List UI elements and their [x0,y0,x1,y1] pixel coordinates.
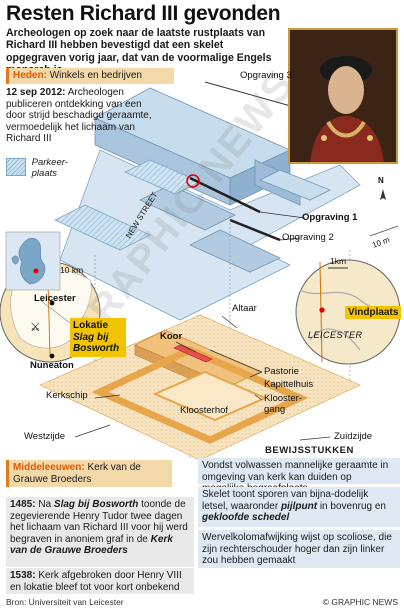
evidence-item-2-d: gekloofde schedel [202,512,290,523]
uk-locator-map [5,231,61,291]
parking-label-2: plaats [31,167,57,179]
label-kloosterhof: Kloosterhof [180,405,229,416]
label-zuidzijde: Zuidzijde [334,431,373,442]
legend-heden: Heden: Winkels en bedrijven [6,68,174,84]
history-1538-text: Kerk afgebroken door Henry VIII en lokat… [10,570,182,593]
lokatie-line-2: Slag bij [73,331,109,343]
legend-heden-value: Winkels en bedrijven [49,70,142,81]
label-kloostergang-1: Klooster- [264,393,303,404]
modern-buildings [54,87,361,321]
legend-middel-value: Kerk van de Grauwe Broeders [13,462,141,485]
leader-lines [74,315,331,441]
label-altaar: Altaar [232,303,257,314]
crossed-swords-icon: ⚔ [30,320,41,334]
evidence-item-3: Wervelkolomafwijking wijst op scoliose, … [198,530,400,568]
label-pastorie: Pastorie [264,366,299,377]
vindplaats-badge: Vindplaats [345,306,402,319]
inset-left-nuneaton: Nuneaton [30,360,74,371]
grave-marker-icon [186,174,200,188]
inset-right-scale: 1km [330,256,347,266]
page-title: Resten Richard III gevonden [6,2,281,25]
history-1538-year: 1538: [10,570,36,581]
evidence-item-2-a: Skelet toont sporen van bijna-dodelijk l… [202,489,369,512]
label-opgraving-1: Opgraving 1 [302,212,358,223]
event-text: Archeologen publiceren ontdekking van ee… [6,87,152,145]
inset-left-leicester: Leicester [34,293,76,304]
evidence-item-2-c: in bovenrug en [317,500,386,512]
event-note: 12 sep 2012: Archeologen publiceren ontd… [6,86,156,145]
label-koor: Koor [160,331,183,342]
history-1485-a: Na [35,499,54,510]
lokatie-line-3: Bosworth [73,343,120,354]
evidence-item-2-b: pijlpunt [280,500,318,512]
inset-left-scale: 10 km [60,265,84,275]
lokatie-line-1: Lokatie [73,320,109,331]
label-kerkschip: Kerkschip [46,390,88,401]
parking-label-1: Parkeer- [31,157,68,168]
history-1485: 1485: Na Slag bij Bosworth toonde de zeg… [6,497,194,567]
label-opgraving-3: Opgraving 3 [240,70,292,81]
label-opgraving-2: Opgraving 2 [282,232,334,243]
label-kapittelhuis: Kapittelhuis [264,379,314,390]
parking-legend: Parkeer- plaats [6,157,68,179]
intro-text: Archeologen op zoek naar de laatste rust… [6,27,272,76]
lokatie-badge: Lokatie Slag bij Bosworth [70,318,126,357]
evidence-item-1: Vondst volwassen mannelijke geraamte in … [198,458,400,494]
compass-icon [369,189,399,237]
legend-heden-key: Heden: [13,70,47,81]
legend-middel-key: Middeleeuwen: [13,462,85,473]
event-date: 12 sep 2012: [6,87,66,98]
richard-iii-portrait [288,28,398,164]
label-kloostergang-2: gang [264,404,286,415]
label-westzijde: Westzijde [24,431,66,442]
history-1485-d: Kerk van de Grauwe Broeders [10,533,173,557]
history-1538: 1538: Kerk afgebroken door Henry VIII en… [6,568,194,594]
label-kloostergang: Klooster- gang [264,393,302,415]
evidence-heading: BEWIJSSTUKKEN [265,445,354,456]
source-credit: Bron: Universiteit van Leicester [6,597,124,607]
label-north: N [378,176,384,185]
history-1485-b: Slag bij Bosworth [53,499,139,510]
inset-right-leicester: LEICESTER [308,330,363,340]
history-1485-year: 1485: [10,499,36,510]
copyright-credit: © GRAPHIC NEWS [322,597,398,607]
history-1485-c: toonde de zegevierende Henry Tudor twee … [10,499,188,545]
parking-swatch-icon [6,158,26,176]
evidence-item-2: Skelet toont sporen van bijna-dodelijk l… [198,487,400,527]
legend-middeleeuwen: Middeleeuwen: Kerk van de Grauwe Broeder… [6,460,172,487]
